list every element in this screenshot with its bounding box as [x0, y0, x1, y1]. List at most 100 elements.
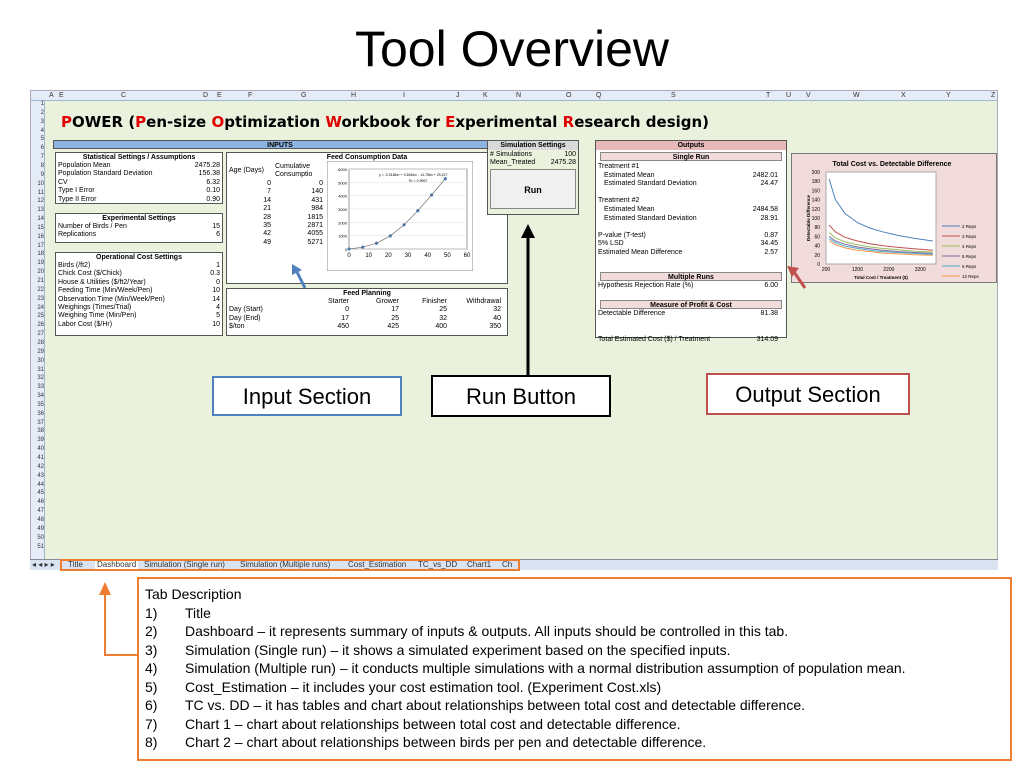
row-header[interactable]: 18	[37, 251, 44, 258]
cell-value[interactable]: 2475.28	[194, 162, 220, 169]
cell-value[interactable]: 2475.28	[550, 159, 576, 167]
cell-value[interactable]: 6.32	[206, 178, 220, 186]
column-header[interactable]: Y	[946, 92, 951, 99]
column-header[interactable]: G	[301, 92, 307, 99]
sheet-tab[interactable]: Cost_Estimation	[348, 560, 407, 569]
feed-cumulative-cell[interactable]: 4055	[307, 230, 323, 238]
feed-cumulative-cell[interactable]: 0	[319, 180, 323, 187]
feed-age-cell[interactable]: 14	[263, 196, 271, 204]
plan-cell[interactable]: 17	[341, 314, 349, 322]
column-header[interactable]: W	[853, 92, 860, 99]
cell-value[interactable]: 6	[216, 231, 220, 239]
plan-cell[interactable]: 400	[435, 323, 447, 331]
row-header[interactable]: 28	[37, 339, 44, 346]
tab-nav-arrows[interactable]: ◂ ◂ ▸ ▸	[32, 560, 55, 569]
cell-value[interactable]: 0.90	[206, 195, 220, 203]
row-header[interactable]: 12	[37, 198, 44, 205]
row-header[interactable]: 36	[37, 410, 44, 417]
sheet-tab[interactable]: TC_vs_DD	[418, 560, 458, 569]
row-header[interactable]: 50	[37, 534, 44, 541]
feed-age-cell[interactable]: 21	[263, 205, 271, 213]
feed-age-cell[interactable]: 28	[263, 213, 271, 221]
row-header[interactable]: 49	[37, 525, 44, 532]
plan-cell[interactable]: 17	[391, 306, 399, 314]
row-header[interactable]: 21	[37, 278, 44, 284]
row-header[interactable]: 29	[37, 348, 44, 355]
column-header[interactable]: H	[351, 92, 357, 99]
cell-value[interactable]: 0.3	[210, 270, 220, 278]
row-header[interactable]: 37	[37, 419, 44, 426]
plan-cell[interactable]: 40	[493, 314, 501, 322]
feed-age-cell[interactable]: 0	[267, 180, 271, 187]
column-header[interactable]: Q	[596, 92, 602, 99]
sheet-tab[interactable]: Title	[68, 560, 83, 569]
row-header[interactable]: 47	[37, 508, 44, 515]
row-header[interactable]: 25	[37, 313, 44, 320]
row-header[interactable]: 48	[37, 516, 44, 523]
row-header[interactable]: 23	[37, 295, 44, 302]
row-header[interactable]: 2	[40, 109, 44, 116]
row-header[interactable]: 11	[37, 189, 44, 196]
cell-value[interactable]: 156.38	[198, 170, 220, 178]
row-header[interactable]: 34	[37, 393, 44, 400]
row-header[interactable]: 38	[37, 428, 44, 435]
column-header[interactable]: V	[806, 92, 811, 99]
column-header[interactable]: E	[59, 92, 64, 99]
plan-cell[interactable]: 425	[387, 323, 399, 331]
row-header[interactable]: 26	[37, 322, 44, 329]
plan-cell[interactable]: 350	[489, 323, 501, 331]
cell-value[interactable]: 5	[216, 312, 220, 320]
sheet-tab[interactable]: Dashboard	[95, 560, 139, 569]
row-header[interactable]: 27	[37, 331, 44, 338]
column-header[interactable]: N	[516, 92, 522, 99]
row-header[interactable]: 22	[37, 286, 44, 293]
cell-value[interactable]: 1	[216, 262, 220, 269]
cell-value[interactable]: 0.10	[206, 187, 220, 195]
row-header[interactable]: 46	[37, 499, 44, 506]
column-header[interactable]: A	[49, 92, 54, 99]
row-header[interactable]: 20	[37, 269, 44, 276]
row-header[interactable]: 39	[37, 437, 44, 444]
feed-cumulative-cell[interactable]: 2871	[307, 222, 323, 229]
cell-value[interactable]: 0	[216, 278, 220, 286]
column-header[interactable]: J	[456, 92, 460, 99]
plan-cell[interactable]: 25	[439, 306, 447, 314]
plan-cell[interactable]: 450	[337, 323, 349, 331]
sheet-tab[interactable]: Simulation (Multiple runs)	[240, 560, 331, 569]
column-header[interactable]: C	[121, 92, 127, 99]
feed-cumulative-cell[interactable]: 5271	[307, 238, 323, 246]
column-header[interactable]: K	[483, 92, 488, 99]
column-header[interactable]: E	[217, 92, 222, 99]
row-header[interactable]: 1	[40, 101, 44, 107]
row-header[interactable]: 33	[37, 384, 44, 391]
feed-cumulative-cell[interactable]: 1815	[307, 213, 323, 221]
feed-cumulative-cell[interactable]: 984	[311, 205, 323, 213]
plan-cell[interactable]: 32	[439, 314, 447, 322]
plan-cell[interactable]: 32	[493, 306, 501, 314]
column-header[interactable]: T	[766, 92, 771, 99]
row-header[interactable]: 7	[40, 154, 44, 161]
cell-value[interactable]: 10	[212, 287, 220, 295]
row-header[interactable]: 24	[37, 304, 44, 311]
row-header[interactable]: 30	[37, 357, 44, 364]
feed-age-cell[interactable]: 7	[267, 188, 271, 196]
feed-age-cell[interactable]: 49	[263, 238, 271, 246]
feed-cumulative-cell[interactable]: 140	[311, 188, 323, 196]
column-header[interactable]: S	[671, 92, 676, 99]
row-header[interactable]: 16	[37, 233, 44, 240]
row-header[interactable]: 15	[37, 224, 44, 231]
row-header[interactable]: 6	[40, 145, 44, 152]
row-header[interactable]: 4	[40, 127, 44, 134]
row-header[interactable]: 9	[40, 171, 44, 178]
cell-value[interactable]: 4	[216, 304, 220, 311]
column-header[interactable]: X	[901, 92, 906, 99]
row-header[interactable]: 3	[40, 118, 44, 125]
sheet-tab[interactable]: Ch	[502, 560, 513, 569]
column-header[interactable]: F	[248, 92, 253, 99]
row-header[interactable]: 17	[37, 242, 44, 249]
feed-age-cell[interactable]: 35	[263, 222, 271, 229]
column-header[interactable]: Z	[991, 92, 996, 99]
feed-cumulative-cell[interactable]: 431	[311, 196, 323, 204]
